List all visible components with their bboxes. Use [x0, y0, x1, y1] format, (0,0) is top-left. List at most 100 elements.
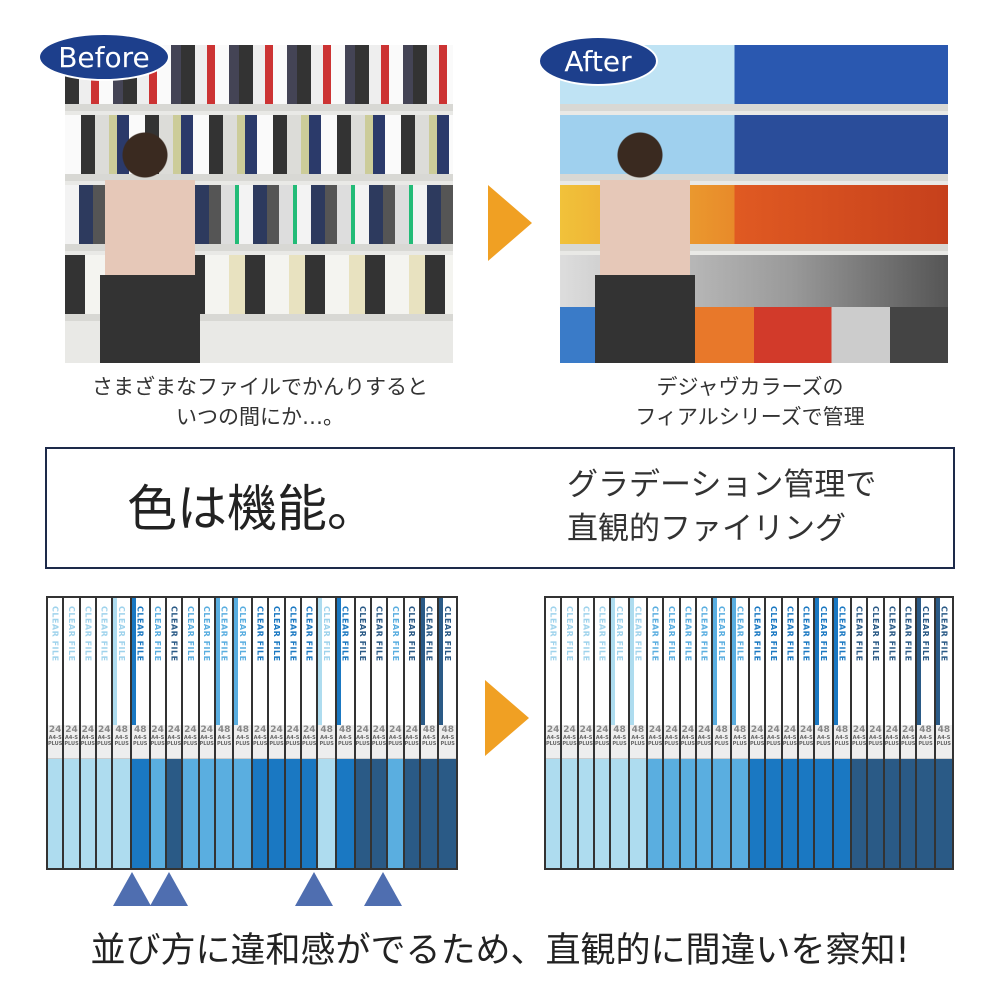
binder-spine-label: CLEAR FILE [680, 598, 696, 725]
binder-brand: CLEAR FILE [374, 606, 384, 662]
binder-color-block [234, 759, 251, 868]
binder-brand: CLEAR FILE [769, 606, 779, 662]
binder-brand: CLEAR FILE [407, 606, 417, 662]
binder-spine-label: CLEAR FILE [782, 598, 798, 725]
binder-color-block [731, 759, 748, 868]
binder-color-block [113, 759, 130, 868]
binder-brand: CLEAR FILE [185, 606, 195, 662]
binder-brand: CLEAR FILE [50, 606, 60, 662]
binder-spine-label: CLEAR FILE [629, 598, 646, 725]
binder-brand: CLEAR FILE [424, 606, 434, 662]
binder-brand: CLEAR FILE [819, 606, 829, 662]
binder-brand: CLEAR FILE [219, 606, 229, 662]
binder-color-block [595, 759, 610, 868]
binder-brand: CLEAR FILE [887, 606, 897, 662]
binder-spine-label: CLEAR FILE [285, 598, 301, 725]
binder-stripe [420, 598, 425, 725]
binder-color-block [404, 759, 419, 868]
binder-color-block [64, 759, 79, 868]
binder-spine-label: CLEAR FILE [336, 598, 354, 725]
misplaced-marker-icon [150, 872, 188, 906]
binder-spine-label: CLEAR FILE [48, 598, 63, 725]
binder-brand: CLEAR FILE [304, 606, 314, 662]
binder-color-block [713, 759, 730, 868]
caption-line: いつの間にか…。 [176, 405, 344, 429]
binder-color-block [80, 759, 96, 868]
binder-spine-label: CLEAR FILE [166, 598, 182, 725]
binder-color-block [782, 759, 798, 868]
binder-brand: CLEAR FILE [340, 606, 350, 662]
binder-spine-label: CLEAR FILE [371, 598, 387, 725]
binder-brand: CLEAR FILE [202, 606, 212, 662]
binder-brand: CLEAR FILE [67, 606, 77, 662]
binder-brand: CLEAR FILE [650, 606, 660, 662]
binder-stripe [439, 598, 444, 725]
binder-color-block [420, 759, 438, 868]
caption-line: デジャヴカラーズの [656, 375, 844, 399]
binder-color-block [562, 759, 577, 868]
binder-color-block [269, 759, 284, 868]
binder-spine-label: CLEAR FILE [318, 598, 335, 725]
before-photo [65, 45, 453, 363]
binder-stripe [215, 598, 220, 725]
binder-color-block [815, 759, 832, 868]
binder-spine-label: CLEAR FILE [901, 598, 916, 725]
binder-brand: CLEAR FILE [615, 606, 625, 662]
binder-brand: CLEAR FILE [854, 606, 864, 662]
binder-spine-label: CLEAR FILE [731, 598, 748, 725]
after-caption: デジャヴカラーズの フィアルシリーズで管理 [540, 372, 960, 432]
arrow-right-icon [485, 680, 529, 756]
binder-color-block [318, 759, 335, 868]
binder-color-block [166, 759, 182, 868]
binder-spine-label: CLEAR FILE [648, 598, 663, 725]
arrow-right-icon [488, 185, 532, 261]
binder-color-block [766, 759, 781, 868]
binder-spine-label: CLEAR FILE [183, 598, 198, 725]
binder-brand: CLEAR FILE [921, 606, 931, 662]
binder-color-block [664, 759, 679, 868]
binder-spine-label: CLEAR FILE [884, 598, 900, 725]
headline-sub-line: 直観的ファイリング [567, 511, 846, 547]
binder-spine-label: CLEAR FILE [799, 598, 814, 725]
binder-brand: CLEAR FILE [699, 606, 709, 662]
binder-spine-label: CLEAR FILE [578, 598, 594, 725]
binder-color-block [833, 759, 850, 868]
misplaced-marker-icon [364, 872, 402, 906]
binder-color-block [935, 759, 952, 868]
person-figure [580, 125, 700, 363]
